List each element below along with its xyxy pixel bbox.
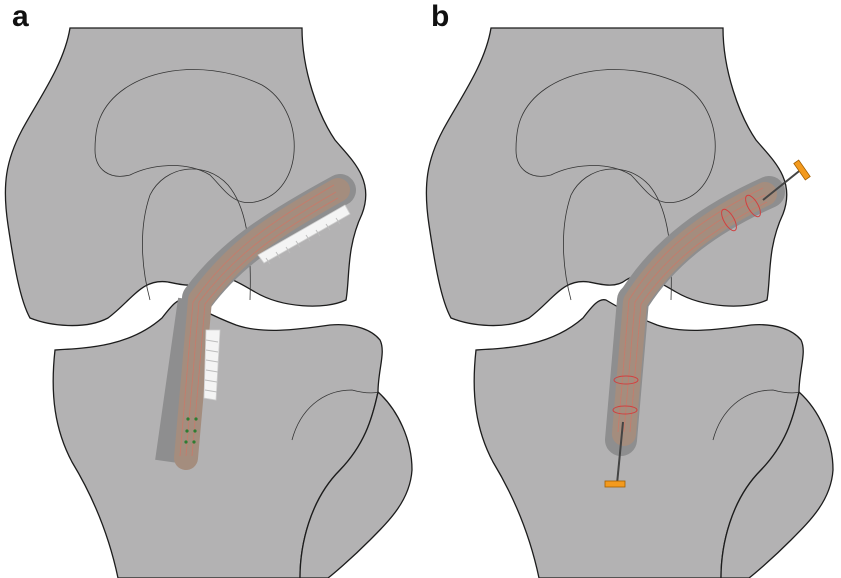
knee-diagram-b — [421, 0, 841, 578]
femoral-cortical-button — [794, 160, 810, 180]
knee-diagram-a — [0, 0, 420, 578]
tibial-cortical-button — [605, 481, 625, 487]
femur-bone — [5, 28, 365, 326]
panel-a: a — [0, 0, 420, 578]
femur-bone — [426, 28, 786, 326]
panel-b: b — [421, 0, 841, 578]
